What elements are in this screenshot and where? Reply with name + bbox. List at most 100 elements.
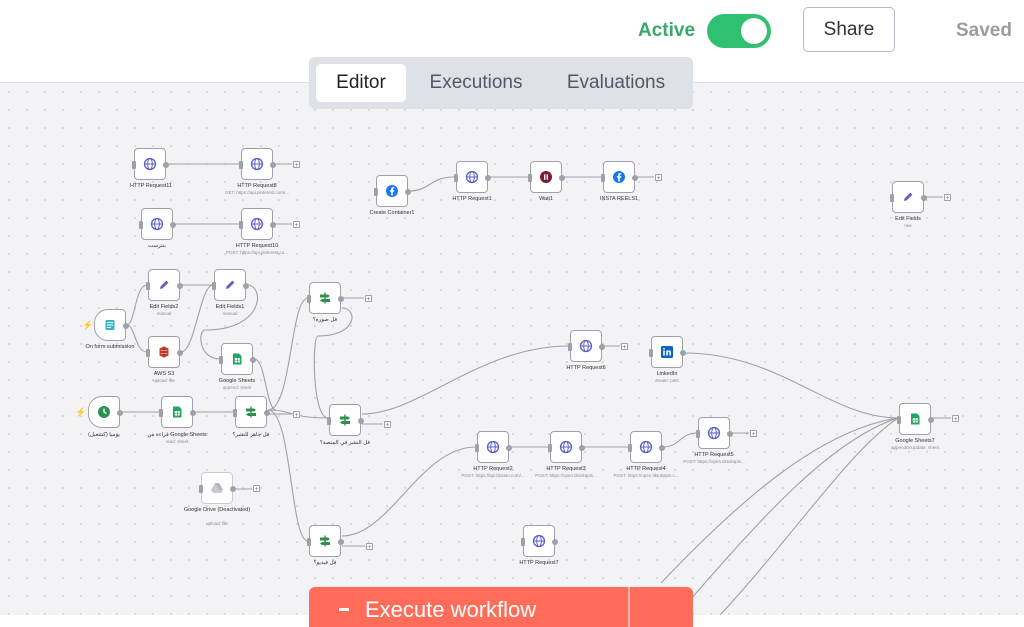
node-aws-s3[interactable]	[146, 336, 183, 368]
toggle-knob	[741, 18, 767, 44]
top-bar: Active Share Saved	[0, 0, 1024, 83]
node-label: فل صورة؟	[312, 317, 338, 323]
node-subtitle: manual	[222, 311, 238, 316]
add-node-button[interactable]: +	[293, 161, 300, 169]
node-http-request8[interactable]	[239, 148, 276, 180]
globe-icon	[457, 162, 487, 192]
active-toggle[interactable]	[707, 14, 771, 48]
sheets-icon	[222, 344, 252, 374]
globe-icon	[142, 209, 172, 239]
node-google-drive[interactable]	[199, 472, 236, 504]
globe-icon	[699, 418, 729, 448]
switch-icon	[236, 397, 266, 427]
node-http-request6[interactable]	[568, 330, 605, 362]
node-google-sheets[interactable]	[219, 343, 256, 375]
node-if-image[interactable]	[307, 282, 344, 314]
facebook-icon	[377, 176, 407, 206]
node-if-ready[interactable]	[233, 396, 270, 428]
node-http-request10[interactable]	[239, 208, 276, 240]
add-node-button[interactable]: +	[293, 221, 300, 229]
node-label: Google Sheets	[218, 378, 256, 384]
node-http-request3[interactable]	[548, 431, 585, 463]
node-read-google-sheets[interactable]	[159, 396, 196, 428]
add-node-button[interactable]: +	[384, 421, 391, 429]
switch-icon	[310, 526, 340, 556]
add-node-button[interactable]: +	[366, 543, 373, 551]
node-subtitle: manual	[156, 311, 172, 316]
edge	[126, 284, 148, 326]
node-subtitle: POST: https://open.tiktokapis...	[535, 473, 597, 478]
node-pinterest[interactable]	[139, 208, 176, 240]
edge	[689, 417, 899, 601]
add-node-button[interactable]: +	[952, 415, 959, 423]
pen-icon	[149, 270, 179, 300]
execute-icon	[339, 608, 349, 611]
node-http-request5[interactable]	[696, 417, 733, 449]
node-label: Google Drive (Deactivated)	[183, 507, 251, 513]
edge	[253, 358, 277, 411]
node-create-container1[interactable]	[374, 175, 411, 207]
node-http-request4[interactable]	[628, 431, 665, 463]
edge	[267, 409, 329, 419]
drive-icon	[202, 473, 232, 503]
globe-icon	[478, 432, 508, 462]
node-subtitle: appendOrUpdate: sheet	[890, 445, 940, 450]
switch-icon	[310, 283, 340, 313]
tab-editor[interactable]: Editor	[316, 64, 406, 102]
tab-evaluations[interactable]: Evaluations	[566, 72, 666, 93]
node-schedule-trigger[interactable]	[88, 396, 123, 428]
node-label: HTTP Request4	[626, 466, 666, 472]
globe-icon	[135, 149, 165, 179]
add-node-button[interactable]: +	[293, 411, 300, 419]
edge	[660, 417, 899, 584]
node-on-form-submission[interactable]	[94, 309, 129, 341]
node-label: فل جاهز للنشر؟	[232, 432, 270, 438]
workflow-canvas[interactable]	[0, 83, 1024, 615]
node-edit-fields1[interactable]	[212, 269, 249, 301]
node-label: HTTP Request11	[130, 183, 172, 189]
node-http-request1[interactable]	[454, 161, 491, 193]
node-label: LinkedIn	[656, 371, 678, 377]
node-label: HTTP Request10	[235, 243, 279, 249]
add-node-button[interactable]: +	[944, 194, 951, 202]
edge	[200, 284, 258, 360]
saved-status: Saved	[956, 20, 1012, 41]
edge	[683, 352, 899, 419]
node-label: HTTP Request2	[473, 466, 513, 472]
trigger-bolt-icon: ⚡	[75, 407, 87, 417]
node-wait1[interactable]	[528, 161, 565, 193]
node-subtitle: upload: file	[206, 521, 228, 526]
tab-executions[interactable]: Executions	[429, 72, 523, 93]
node-label: قراءة من Google Sheets	[147, 432, 207, 438]
add-node-button[interactable]: +	[253, 485, 260, 493]
pen-icon	[893, 182, 923, 212]
node-label: HTTP Request6	[566, 365, 606, 371]
node-http-request11[interactable]	[132, 148, 169, 180]
node-subtitle: GET: https://api.pinterest.com/...	[224, 190, 290, 195]
node-edit-fields2[interactable]	[146, 269, 183, 301]
add-node-button[interactable]: +	[365, 295, 372, 303]
add-node-button[interactable]: +	[621, 343, 628, 351]
share-button[interactable]: Share	[803, 7, 895, 52]
node-label: HTTP Request8	[237, 183, 277, 189]
node-label: يوميا (كشغيل)	[88, 432, 120, 438]
node-linkedin[interactable]	[649, 336, 686, 368]
execute-workflow-button[interactable]: Execute workflow	[309, 587, 693, 627]
switch-icon	[330, 405, 360, 435]
edge	[361, 345, 570, 415]
add-node-button[interactable]: +	[750, 430, 757, 438]
node-insta-reels1[interactable]	[601, 161, 638, 193]
add-node-button[interactable]: +	[655, 174, 662, 182]
node-google-sheets7[interactable]	[897, 403, 934, 435]
node-http-request7[interactable]	[521, 525, 558, 557]
node-if-video[interactable]	[307, 525, 344, 557]
node-if-platform[interactable]	[327, 404, 364, 436]
globe-icon	[524, 526, 554, 556]
node-subtitle: upload: file	[153, 378, 175, 383]
node-edit-fields[interactable]	[890, 181, 927, 213]
edge	[719, 417, 899, 615]
node-http-request2[interactable]	[475, 431, 512, 463]
globe-icon	[242, 149, 272, 179]
execute-dropdown-divider	[628, 587, 630, 627]
